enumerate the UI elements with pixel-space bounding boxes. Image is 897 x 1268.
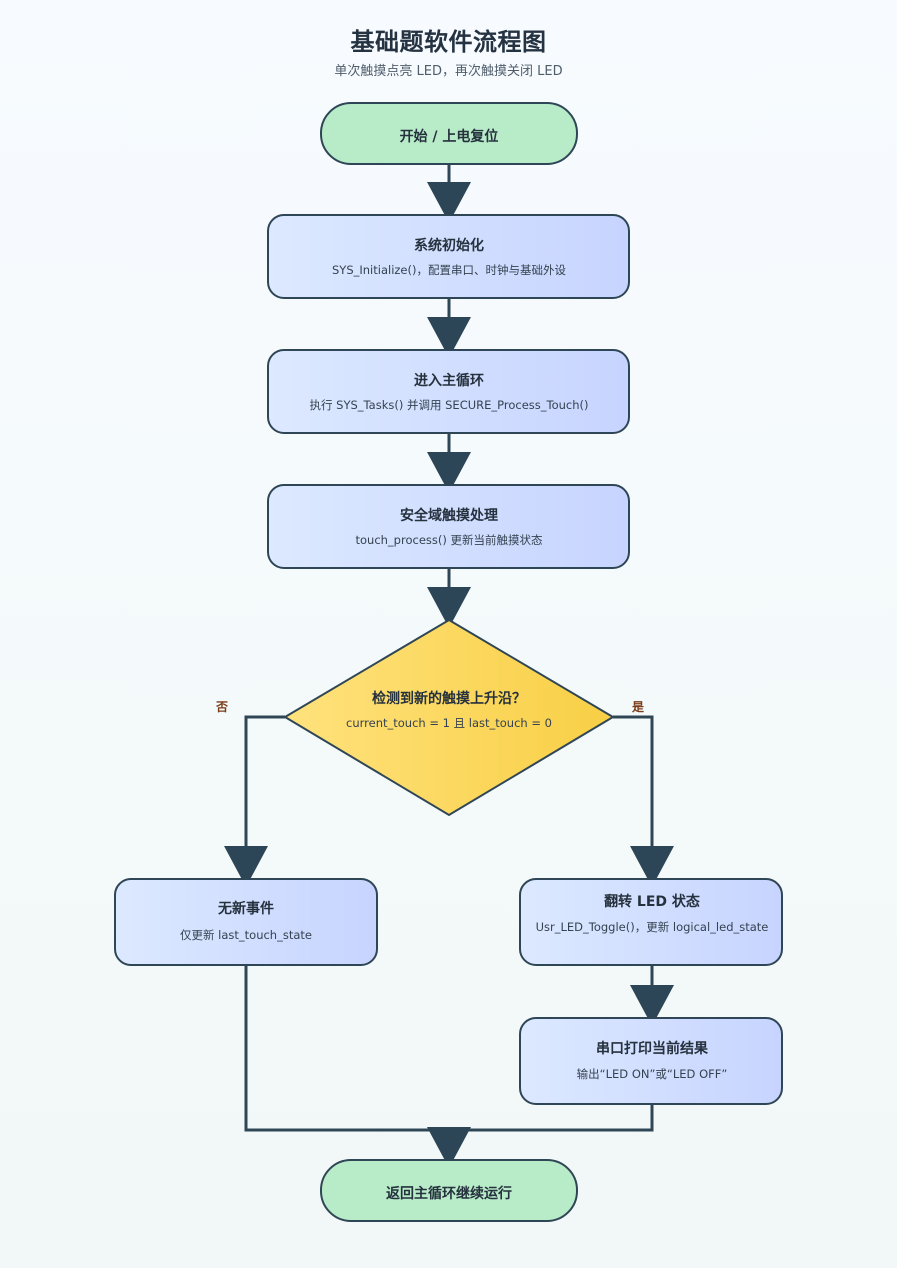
serial-print-node: 串口打印当前结果 输出“LED ON”或“LED OFF”: [519, 1017, 783, 1105]
arrowhead-merge-end: [427, 1127, 471, 1168]
serial-print-description: 输出“LED ON”或“LED OFF”: [577, 1067, 728, 1081]
no-event-title: 无新事件: [217, 900, 274, 917]
touch-decision-title: 检测到新的触摸上升沿？: [372, 690, 526, 707]
no-event-node: 无新事件 仅更新 last_touch_state: [114, 878, 378, 966]
page-title: 基础题软件流程图: [350, 28, 547, 56]
main-loop-node: 进入主循环 执行 SYS_Tasks() 并调用 SECURE_Process_…: [267, 349, 630, 434]
start-node: 开始 / 上电复位: [320, 102, 578, 165]
branch-no-label: 否: [215, 700, 228, 714]
main-loop-description: 执行 SYS_Tasks() 并调用 SECURE_Process_Touch(…: [310, 398, 589, 412]
connectors: [224, 164, 674, 1168]
arrowhead-init-loop: [427, 317, 471, 358]
arrowhead-toggle-print: [630, 985, 674, 1026]
toggle-led-title: 翻转 LED 状态: [604, 893, 700, 910]
system-init-node: 系统初始化 SYS_Initialize()，配置串口、时钟与基础外设: [267, 214, 630, 299]
toggle-led-node: 翻转 LED 状态 Usr_LED_Toggle()，更新 logical_le…: [519, 878, 783, 966]
touch-decision-description: current_touch = 1 且 last_touch = 0: [346, 716, 552, 730]
secure-touch-description: touch_process() 更新当前触摸状态: [355, 533, 543, 547]
arrowhead-decision-no-event: [224, 846, 268, 887]
touch-decision-node: 检测到新的触摸上升沿？ current_touch = 1 且 last_tou…: [283, 618, 615, 817]
return-loop-title: 返回主循环继续运行: [386, 1185, 512, 1202]
arrowhead-decision-toggle: [630, 846, 674, 887]
secure-touch-node: 安全域触摸处理 touch_process() 更新当前触摸状态: [267, 484, 630, 569]
arrowhead-loop-secure: [427, 452, 471, 493]
main-loop-title: 进入主循环: [414, 372, 484, 389]
system-init-title: 系统初始化: [414, 237, 484, 254]
start-node-title: 开始 / 上电复位: [400, 128, 499, 145]
return-loop-node: 返回主循环继续运行: [320, 1159, 578, 1222]
branch-yes-label: 是: [631, 700, 645, 714]
secure-touch-title: 安全域触摸处理: [400, 507, 498, 524]
serial-print-title: 串口打印当前结果: [596, 1040, 709, 1057]
connector-decision-no-event: [244, 715, 285, 878]
system-init-description: SYS_Initialize()，配置串口、时钟与基础外设: [332, 263, 566, 277]
arrowhead-secure-decision: [427, 587, 471, 628]
toggle-led-description: Usr_LED_Toggle()，更新 logical_led_state: [536, 920, 769, 934]
arrowhead-start-init: [427, 182, 471, 223]
page-subtitle: 单次触摸点亮 LED，再次触摸关闭 LED: [334, 64, 563, 79]
no-event-description: 仅更新 last_touch_state: [180, 928, 312, 942]
connector-decision-toggle: [613, 715, 654, 878]
